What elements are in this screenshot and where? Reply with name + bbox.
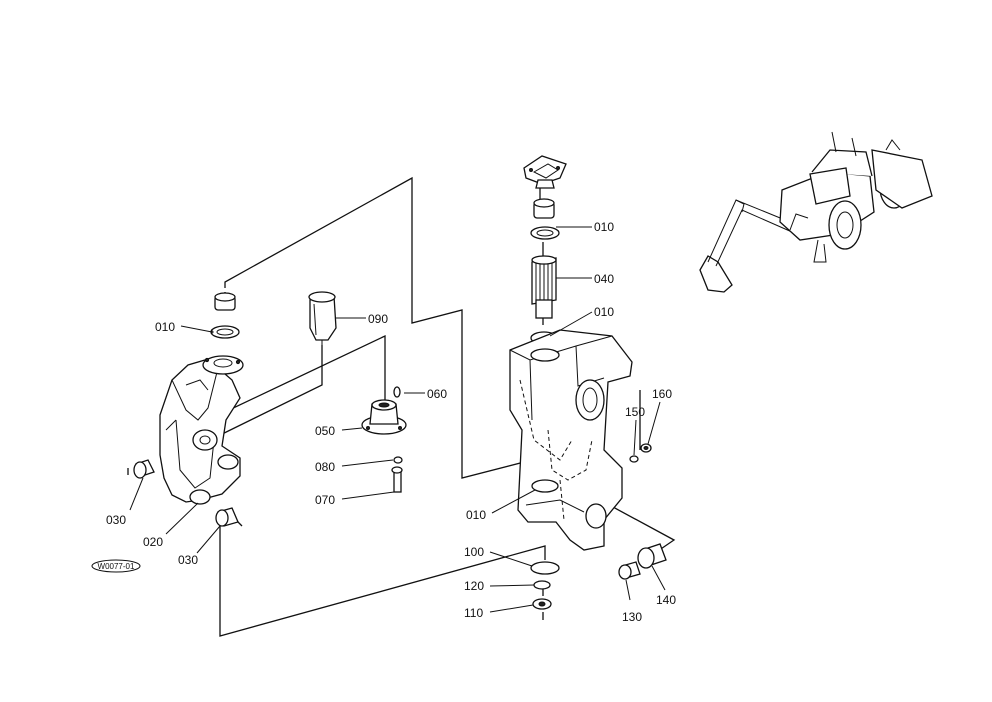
fitting-part-150 [629, 455, 639, 463]
label-110: 110 [464, 606, 483, 620]
swing-bracket-part-020 [159, 355, 244, 505]
label-010-lower: 010 [466, 508, 486, 522]
label-010-mid: 010 [594, 305, 614, 319]
label-010-upper-left: 010 [155, 320, 175, 334]
label-090: 090 [368, 312, 388, 326]
diagram-tag: W0077-01 [91, 559, 141, 573]
label-030-left: 030 [106, 513, 126, 527]
label-140: 140 [656, 593, 676, 607]
washer-part-120 [533, 580, 551, 590]
seal-part-010-lower [531, 479, 559, 493]
label-060: 060 [427, 387, 447, 401]
label-100: 100 [464, 545, 484, 559]
swing-frame-housing [509, 329, 633, 551]
callout-leaders [129, 226, 666, 613]
nut-part-110 [532, 598, 552, 610]
label-050: 050 [315, 424, 335, 438]
fitting-part-160 [640, 443, 652, 453]
bushing-part-010-top [530, 198, 560, 240]
label-080: 080 [315, 460, 335, 474]
callout-labels: 010 090 060 050 080 070 030 020 030 010 … [106, 220, 676, 624]
bolt-part-070 [391, 466, 403, 493]
label-010-top: 010 [594, 220, 614, 234]
o-ring-part-060 [393, 386, 401, 398]
label-130: 130 [622, 610, 642, 624]
bushing-part-030-right [215, 507, 239, 527]
cover-plate-top [523, 155, 567, 189]
cap-part-140 [637, 543, 667, 569]
label-020: 020 [143, 535, 163, 549]
label-040: 040 [594, 272, 614, 286]
cylinder-part-090 [308, 291, 337, 347]
pin-part-130 [618, 561, 641, 580]
bushing-part-030-left [133, 459, 155, 479]
label-160: 160 [652, 387, 672, 401]
label-150: 150 [625, 405, 645, 419]
label-030-right: 030 [178, 553, 198, 567]
label-120: 120 [464, 579, 484, 593]
bushing-and-seal-upper-left [210, 292, 240, 339]
washer-part-100 [530, 561, 560, 575]
label-070: 070 [315, 493, 335, 507]
backhoe-loader-illustration [699, 131, 933, 293]
cap-part-050 [361, 399, 407, 435]
washer-part-080 [393, 456, 403, 464]
diagram-tag-text: W0077-01 [98, 562, 135, 571]
spline-shaft-part-040 [531, 255, 557, 319]
